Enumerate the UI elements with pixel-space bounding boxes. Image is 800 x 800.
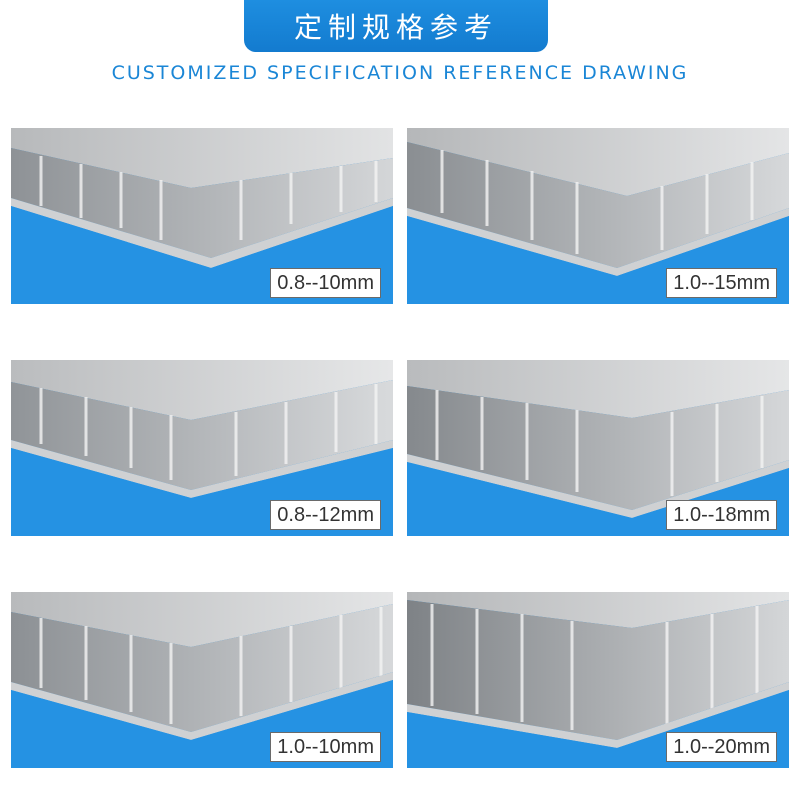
page-subtitle: CUSTOMIZED SPECIFICATION REFERENCE DRAWI…: [111, 62, 689, 84]
spec-panel-0.8-12: 0.8--12mm: [11, 360, 393, 536]
spec-label: 0.8--12mm: [270, 500, 381, 530]
spec-label: 1.0--10mm: [270, 732, 381, 762]
spec-label: 1.0--15mm: [666, 268, 777, 298]
spec-panel-1.0-18: 1.0--18mm: [407, 360, 789, 536]
spec-panel-1.0-20: 1.0--20mm: [407, 592, 789, 768]
spec-panel-0.8-10: 0.8--10mm: [11, 128, 393, 304]
spec-panel-1.0-15: 1.0--15mm: [407, 128, 789, 304]
spec-panel-1.0-10: 1.0--10mm: [11, 592, 393, 768]
page-title: 定制规格参考: [293, 11, 498, 44]
spec-label: 1.0--20mm: [666, 732, 777, 762]
spec-label: 1.0--18mm: [666, 500, 777, 530]
title-banner: 定制规格参考: [244, 0, 548, 52]
spec-label: 0.8--10mm: [270, 268, 381, 298]
